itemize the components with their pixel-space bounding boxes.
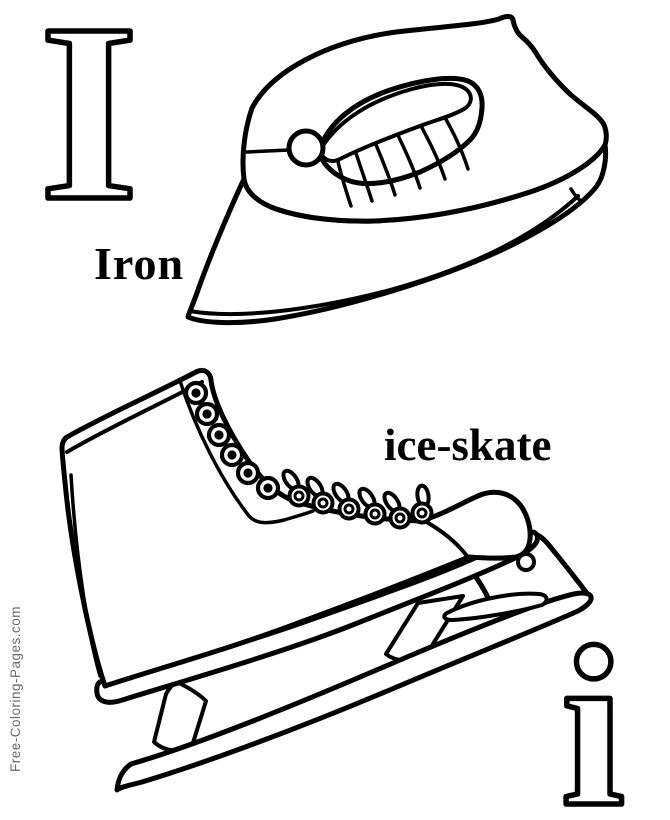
iron-knob — [286, 128, 326, 168]
skate-eyelets — [183, 380, 281, 501]
skate-eyelet — [206, 422, 232, 448]
label-ice-skate: ice-skate — [384, 420, 551, 470]
skate-eyelet-strip-line — [178, 379, 315, 525]
skate-eyelet — [235, 460, 261, 486]
skate-lace-ring — [281, 468, 311, 508]
ice-skate-illustration — [59, 367, 594, 793]
iron-soleplate-rim-line — [188, 194, 580, 317]
watermark-site-text: Free-Coloring-Pages.com — [8, 606, 23, 772]
skate-lace-ring — [331, 481, 361, 521]
iron-soleplate-step — [569, 187, 583, 203]
skate-lace-ring — [410, 483, 434, 525]
label-iron: Iron — [94, 238, 184, 289]
skate-lace-ring — [382, 490, 412, 530]
skate-lace-rings — [281, 468, 434, 530]
skate-back-seam — [69, 473, 102, 678]
letter-i-outline: i — [561, 599, 625, 820]
iron-illustration — [185, 14, 609, 326]
skate-lace-ring — [305, 475, 335, 515]
skate-blade — [114, 590, 594, 793]
iron-knob-line — [245, 148, 291, 154]
skate-eyelet — [194, 401, 220, 427]
skate-eyelet — [255, 475, 281, 501]
letter-I-outline: I — [39, 0, 138, 254]
iron-handle-grip — [318, 81, 473, 163]
skate-eyelet — [219, 442, 245, 468]
skate-lace-ring — [357, 486, 387, 526]
skate-blade-bevel — [442, 591, 549, 622]
skate-eyelet — [183, 380, 209, 406]
